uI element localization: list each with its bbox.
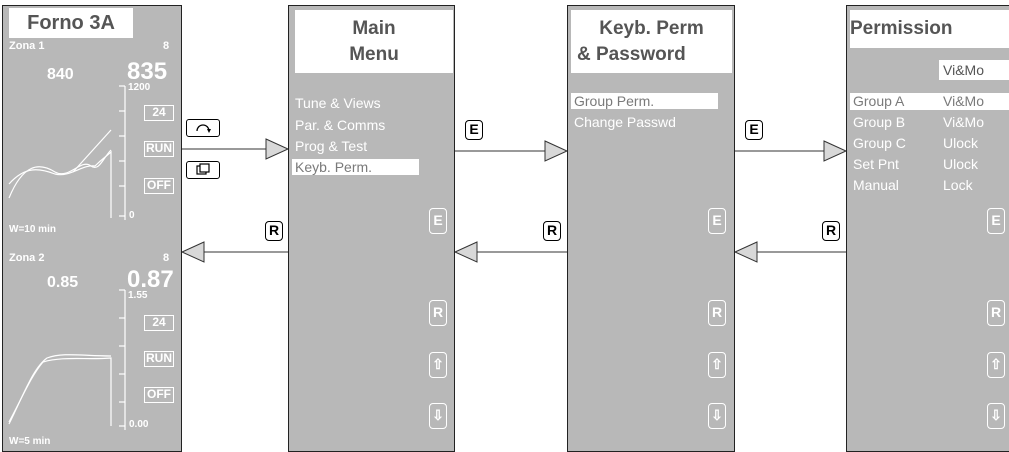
page-icon xyxy=(196,163,210,175)
menu-item-par-comms[interactable]: Par. & Comms xyxy=(295,117,386,133)
zona2-name: Zona 2 xyxy=(9,252,45,264)
zona1-run-button[interactable]: RUN xyxy=(144,141,174,157)
menu-item-prog-test[interactable]: Prog & Test xyxy=(295,138,368,154)
permission-header-value: Vi&Mo xyxy=(939,60,1009,80)
manual-label[interactable]: Manual xyxy=(853,177,899,193)
zona2-scale-max: 1.55 xyxy=(128,290,148,301)
keyb-perm-title: Keyb. Perm & Password xyxy=(571,10,732,73)
zona2-trend-graph xyxy=(8,289,126,430)
group-b-value[interactable]: Vi&Mo xyxy=(943,114,984,130)
menu-item-group-perm[interactable]: Group Perm. xyxy=(571,93,718,109)
main-menu-title: Main Menu xyxy=(295,10,453,73)
zona2-index: 8 xyxy=(163,252,170,264)
controller-title: Forno 3A xyxy=(9,8,133,38)
main-menu-panel: Main Menu Tune & Views Par. & Comms Prog… xyxy=(288,5,455,452)
main-up-button[interactable]: ⇧ xyxy=(429,352,447,378)
zona1-value: 835 xyxy=(127,58,168,85)
zona1-window: W=10 min xyxy=(9,224,56,235)
perm-enter-button[interactable]: E xyxy=(987,208,1005,234)
main-enter-button[interactable]: E xyxy=(429,208,447,234)
group-a-value: Vi&Mo xyxy=(943,93,984,109)
keyb-up-button[interactable]: ⇧ xyxy=(708,352,726,378)
zona2-scale-min: 0.00 xyxy=(129,419,149,430)
zona1-scale-min: 0 xyxy=(129,210,135,221)
perm-enter-key[interactable]: E xyxy=(745,120,763,140)
zona1-name: Zona 1 xyxy=(9,40,45,52)
main-down-button[interactable]: ⇩ xyxy=(429,403,447,429)
manual-value[interactable]: Lock xyxy=(943,177,973,193)
zona2-run-button[interactable]: RUN xyxy=(144,351,174,367)
zona2-window: W=5 min xyxy=(9,436,51,447)
group-b-label[interactable]: Group B xyxy=(853,114,906,130)
cycle-button[interactable] xyxy=(186,119,220,137)
set-pnt-label[interactable]: Set Pnt xyxy=(853,156,899,172)
keyb-return-key[interactable]: R xyxy=(543,221,561,241)
zona1-off-button[interactable]: OFF xyxy=(144,178,174,194)
perm-up-button[interactable]: ⇧ xyxy=(987,352,1005,378)
keyb-return-button[interactable]: R xyxy=(708,300,726,326)
set-pnt-value[interactable]: Ulock xyxy=(943,156,979,172)
zona1-trend-graph xyxy=(8,85,126,220)
page-button[interactable] xyxy=(186,161,220,179)
main-return-button[interactable]: R xyxy=(429,300,447,326)
main-enter-key[interactable]: E xyxy=(465,120,483,140)
main-return-key[interactable]: R xyxy=(265,221,283,241)
zona1-setpoint: 840 xyxy=(47,66,74,83)
permission-row-group-a[interactable]: Group A Vi&Mo xyxy=(850,93,1009,110)
keyb-enter-button[interactable]: E xyxy=(708,208,726,234)
zona2-output-box[interactable]: 24 xyxy=(144,315,174,331)
menu-item-keyb-perm[interactable]: Keyb. Perm. xyxy=(292,159,419,175)
permission-title: Permission xyxy=(850,10,1009,48)
zona2-setpoint: 0.85 xyxy=(47,274,79,291)
keyb-down-button[interactable]: ⇩ xyxy=(708,403,726,429)
perm-return-key[interactable]: R xyxy=(822,221,840,241)
group-c-value[interactable]: Ulock xyxy=(943,135,979,151)
zona1-scale-max: 1200 xyxy=(128,82,151,93)
perm-return-button[interactable]: R xyxy=(987,300,1005,326)
controller-panel: Forno 3A Zona 1 8 840 835 1200 0 24 RUN … xyxy=(2,5,182,452)
zona2-value: 0.87 xyxy=(127,266,174,293)
group-c-label[interactable]: Group C xyxy=(853,135,906,151)
perm-down-button[interactable]: ⇩ xyxy=(987,403,1005,429)
menu-item-tune-views[interactable]: Tune & Views xyxy=(295,95,381,111)
zona1-index: 8 xyxy=(163,40,170,52)
keyb-perm-panel: Keyb. Perm & Password Group Perm. Change… xyxy=(567,5,735,452)
zona2-off-button[interactable]: OFF xyxy=(144,387,174,403)
cycle-icon xyxy=(196,124,211,133)
menu-item-change-passwd[interactable]: Change Passwd xyxy=(574,114,676,130)
group-a-label: Group A xyxy=(853,93,905,109)
permission-panel: Permission Vi&Mo Group A Vi&Mo Group B V… xyxy=(846,5,1009,452)
zona1-output-box[interactable]: 24 xyxy=(144,105,174,121)
